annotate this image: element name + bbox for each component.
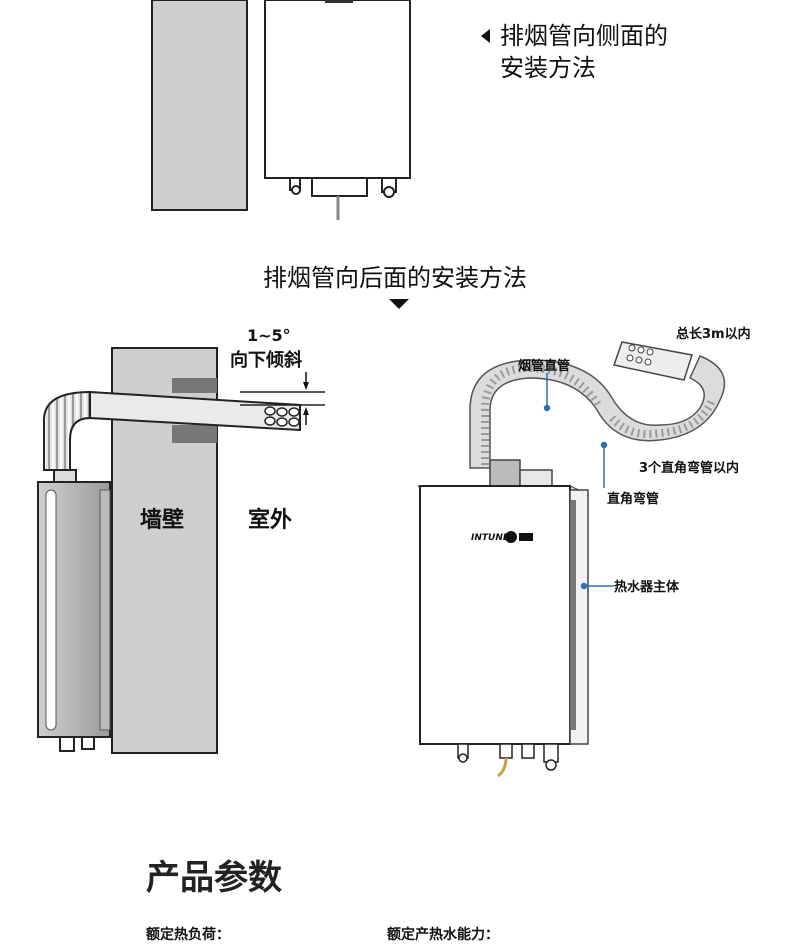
gas-hose bbox=[497, 757, 508, 778]
rated-load-label: 额定热负荷： bbox=[146, 927, 230, 943]
side-install-caption: 排烟管向侧面的 安装方法 bbox=[481, 20, 668, 84]
side-caption-line2: 安装方法 bbox=[500, 54, 596, 82]
slope-angle-label: 1~5° bbox=[247, 326, 291, 345]
heater-front-view bbox=[264, 0, 411, 179]
down-arrow-icon bbox=[389, 299, 409, 309]
end-pipe bbox=[613, 341, 693, 381]
heater-body-label: 热水器主体 bbox=[614, 579, 680, 595]
flue-elbow bbox=[43, 390, 91, 471]
rear-install-caption: 排烟管向后面的安装方法 bbox=[263, 264, 527, 292]
params-section-title: 产品参数 bbox=[146, 858, 282, 898]
caption-arrow-icon bbox=[481, 29, 490, 43]
outside-label: 室外 bbox=[248, 507, 292, 533]
slope-arrow-down-icon bbox=[303, 382, 309, 390]
rear-install-3d-diagram: INTUNE 总长3m以内 烟管直管 3个直角弯管以内 直角弯管 热水器主体 bbox=[417, 326, 751, 778]
brand-logo-icon bbox=[505, 531, 517, 543]
heater-body bbox=[419, 485, 571, 745]
slope-desc-label: 向下倾斜 bbox=[230, 349, 302, 371]
heater-fittings bbox=[289, 177, 397, 198]
wall-section bbox=[151, 0, 248, 211]
total-length-label: 总长3m以内 bbox=[676, 326, 751, 342]
elbow-count-label: 3个直角弯管以内 bbox=[639, 460, 739, 476]
rated-hot-water-label: 额定产热水能力： bbox=[387, 927, 499, 943]
side-caption-line1: 排烟管向侧面的 bbox=[500, 22, 668, 50]
slope-arrow-up-icon bbox=[303, 407, 309, 415]
brand-logo: INTUNE bbox=[471, 533, 510, 543]
rear-install-diagram: 1~5° 向下倾斜 墙壁 室外 bbox=[37, 326, 325, 754]
heater-bottom-fittings bbox=[457, 743, 559, 771]
side-install-diagram bbox=[151, 0, 411, 220]
flexible-flue-pipe bbox=[469, 355, 726, 469]
elbow-label: 直角弯管 bbox=[607, 491, 659, 507]
wall-label: 墙壁 bbox=[140, 507, 184, 533]
vent-holes bbox=[264, 406, 300, 427]
straight-pipe-label: 烟管直管 bbox=[518, 358, 570, 374]
